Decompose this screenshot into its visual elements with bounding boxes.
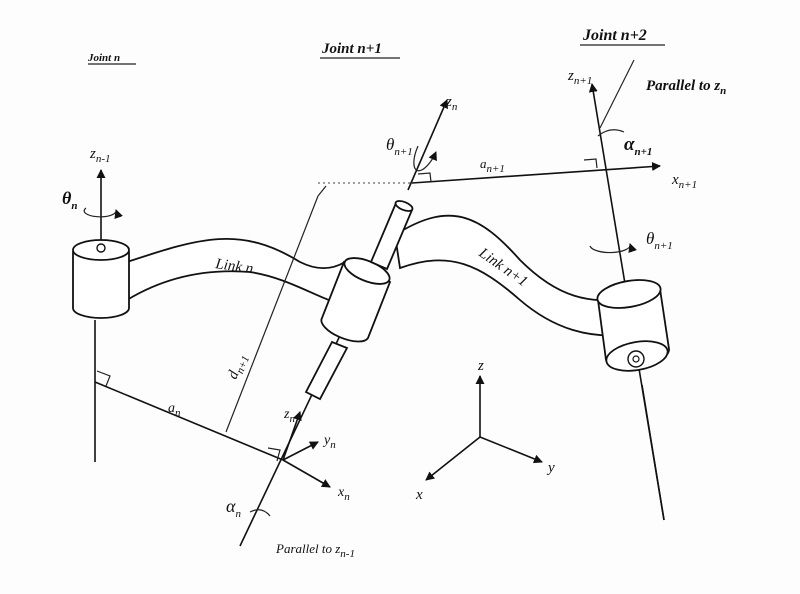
- world-x-axis: [425, 436, 481, 481]
- label-world-y: y: [546, 460, 555, 476]
- joint-n2-cylinder-back: [596, 279, 662, 309]
- label-alpha-n1: αn+1: [624, 134, 652, 158]
- right-angle-mark-a-n1-left: [417, 172, 432, 183]
- header-joint-n1: Joint n+1: [321, 41, 382, 57]
- joint-n2-bore-inner: [632, 355, 640, 363]
- annotation-parallel-to-zn: Parallel to zn: [646, 78, 726, 97]
- label-link-n: Link n: [213, 256, 254, 277]
- label-alpha-n: αn: [226, 496, 241, 520]
- label-world-x: x: [415, 487, 423, 503]
- x-n1-axis: [411, 162, 661, 184]
- label-y-n: yn: [322, 433, 336, 451]
- label-z-n1: zn+1: [567, 68, 592, 87]
- theta-n1-right-rotation-arrow: [589, 243, 637, 254]
- theta-n-rotation-arrow: [83, 207, 123, 220]
- label-z-n-frame: zn: [283, 407, 295, 425]
- label-d-n1: dn+1: [225, 351, 252, 382]
- label-a-n1: an+1: [480, 156, 505, 175]
- x-n-axis: [282, 459, 331, 488]
- label-theta-n: θn: [62, 188, 77, 212]
- label-world-z: z: [477, 358, 484, 374]
- label-theta-n1-top: θn+1: [386, 135, 413, 158]
- label-theta-n1-right: θn+1: [646, 229, 673, 252]
- d-n1-dimension-line: [225, 195, 319, 433]
- alpha-n-arc: [249, 509, 271, 517]
- header-joint-n2: Joint n+2: [582, 27, 647, 44]
- d-n1-dimension-tick: [317, 185, 327, 197]
- header-joint-n: Joint n: [87, 52, 120, 64]
- label-z-n-top: zn: [445, 94, 458, 113]
- world-y-axis: [479, 436, 543, 464]
- right-angle-mark-a-n-right: [267, 447, 281, 462]
- theta-n1-rotation-arrow: [413, 145, 437, 172]
- a-n-common-normal: [94, 381, 284, 461]
- label-x-n: xn: [337, 485, 350, 503]
- parallel-to-zn-line: [599, 59, 635, 129]
- right-angle-mark-a-n1-right: [583, 158, 598, 169]
- label-x-n1: xn+1: [671, 172, 697, 191]
- annotation-parallel-to-zn-1: Parallel to zn-1: [275, 541, 355, 560]
- label-a-n: an: [168, 401, 181, 419]
- z-n-axis-frame: [282, 411, 302, 461]
- joint-n-bore: [96, 243, 106, 253]
- label-z-n-minus-1: zn-1: [89, 146, 111, 165]
- y-n-axis: [282, 441, 319, 461]
- z-n-axis-top: [407, 99, 448, 191]
- joint-n-cylinder: [72, 251, 130, 319]
- joint-n1-lower-rod: [304, 340, 349, 401]
- alpha-n1-arc: [597, 129, 625, 137]
- joint-n1-shaft-top: [394, 200, 414, 212]
- z-n1-axis-lower: [641, 384, 665, 521]
- right-angle-mark-a-n-left: [96, 370, 111, 387]
